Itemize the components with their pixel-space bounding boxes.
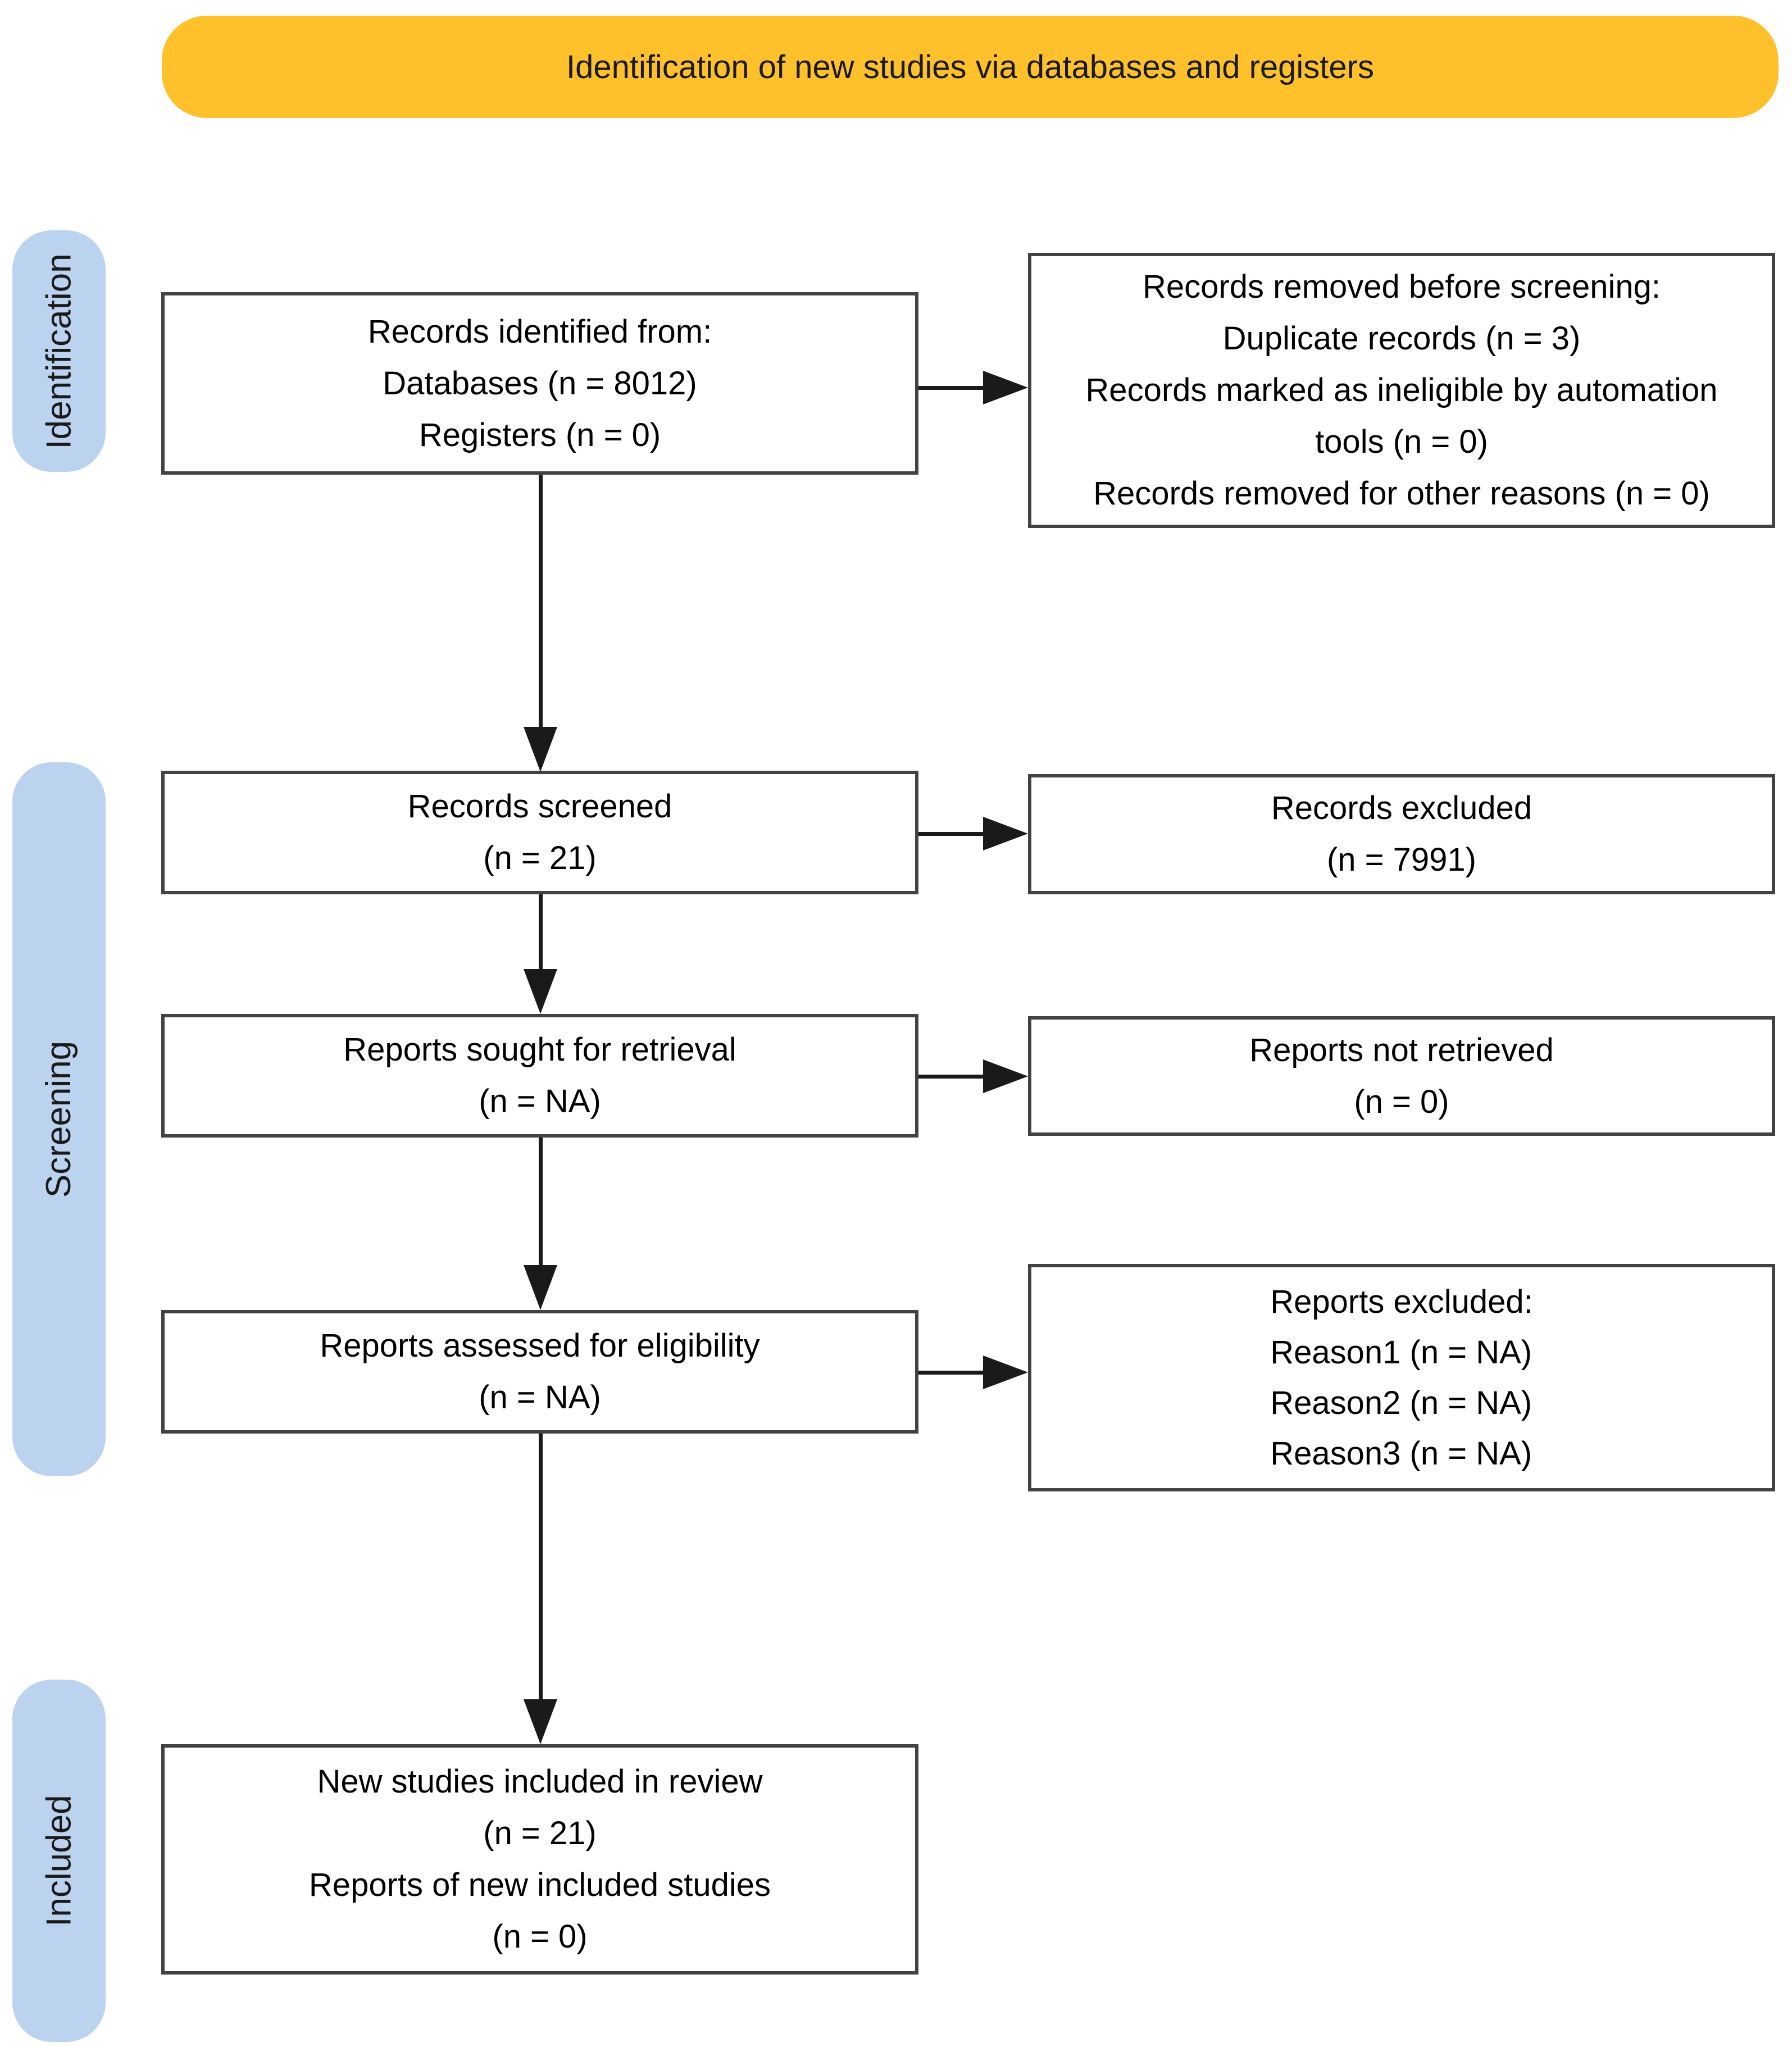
box-line: tools (n = 0) xyxy=(1315,424,1488,460)
box-line: Reports of new included studies xyxy=(308,1867,771,1903)
box-records-removed: Records removed before screening: Duplic… xyxy=(1028,253,1775,528)
box-line: (n = 0) xyxy=(1354,1083,1449,1120)
box-line: (n = 0) xyxy=(492,1918,588,1955)
box-new-studies-included: New studies included in review (n = 21) … xyxy=(161,1744,918,1975)
box-line: (n = NA) xyxy=(479,1379,601,1416)
arrowhead-down-icon xyxy=(524,1699,557,1744)
arrow-assessed-to-included xyxy=(539,1434,543,1700)
arrowhead-right-icon xyxy=(983,1059,1028,1093)
arrow-screened-to-excluded xyxy=(918,832,984,836)
arrowhead-right-icon xyxy=(983,1355,1028,1389)
box-reports-sought: Reports sought for retrieval (n = NA) xyxy=(161,1014,918,1138)
box-line: (n = 21) xyxy=(483,840,597,876)
box-reports-assessed: Reports assessed for eligibility (n = NA… xyxy=(161,1310,918,1434)
box-line: Records removed before screening: xyxy=(1142,269,1661,305)
box-records-excluded: Records excluded (n = 7991) xyxy=(1028,774,1775,894)
arrow-sought-to-assessed xyxy=(539,1138,543,1266)
arrowhead-down-icon xyxy=(524,1265,557,1310)
banner: Identification of new studies via databa… xyxy=(162,16,1779,118)
box-line: Duplicate records (n = 3) xyxy=(1222,320,1581,357)
box-line: Records marked as ineligible by automati… xyxy=(1085,372,1718,408)
box-records-identified: Records identified from: Databases (n = … xyxy=(161,292,918,475)
arrow-identified-to-screened xyxy=(539,475,543,727)
box-line: Reason1 (n = NA) xyxy=(1270,1334,1532,1371)
arrowhead-down-icon xyxy=(524,969,557,1014)
stage-label-screening: Screening xyxy=(12,762,106,1476)
box-line: Records excluded xyxy=(1271,790,1532,826)
box-line: Reports sought for retrieval xyxy=(343,1031,736,1068)
arrowhead-down-icon xyxy=(524,727,557,772)
box-reports-not-retrieved: Reports not retrieved (n = 0) xyxy=(1028,1016,1775,1136)
arrow-assessed-to-reports-excluded xyxy=(918,1371,984,1375)
arrowhead-right-icon xyxy=(983,817,1028,850)
box-line: Reports assessed for eligibility xyxy=(320,1327,760,1364)
box-line: Databases (n = 8012) xyxy=(383,365,697,402)
arrow-screened-to-sought xyxy=(539,894,543,970)
box-records-screened: Records screened (n = 21) xyxy=(161,771,918,894)
box-line: Records identified from: xyxy=(367,313,712,350)
box-line: Reports not retrieved xyxy=(1249,1031,1554,1068)
box-line: Records removed for other reasons (n = 0… xyxy=(1093,475,1710,512)
stage-label-included: Included xyxy=(12,1680,106,2042)
box-line: (n = 21) xyxy=(483,1815,597,1852)
box-line: Registers (n = 0) xyxy=(419,416,661,453)
box-reports-excluded: Reports excluded: Reason1 (n = NA) Reaso… xyxy=(1028,1264,1775,1491)
banner-label: Identification of new studies via databa… xyxy=(566,48,1374,85)
box-line: Records screened xyxy=(407,788,672,825)
arrow-identified-to-removed xyxy=(918,386,984,390)
box-line: Reason2 (n = NA) xyxy=(1270,1384,1532,1421)
stage-label-identification: Identification xyxy=(12,230,106,472)
arrow-sought-to-not-retrieved xyxy=(918,1075,984,1079)
box-line: New studies included in review xyxy=(317,1763,763,1800)
arrowhead-right-icon xyxy=(983,371,1028,404)
box-line: Reports excluded: xyxy=(1270,1283,1533,1320)
box-line: Reason3 (n = NA) xyxy=(1270,1435,1532,1472)
box-line: (n = NA) xyxy=(479,1083,601,1120)
box-line: (n = 7991) xyxy=(1326,841,1476,878)
